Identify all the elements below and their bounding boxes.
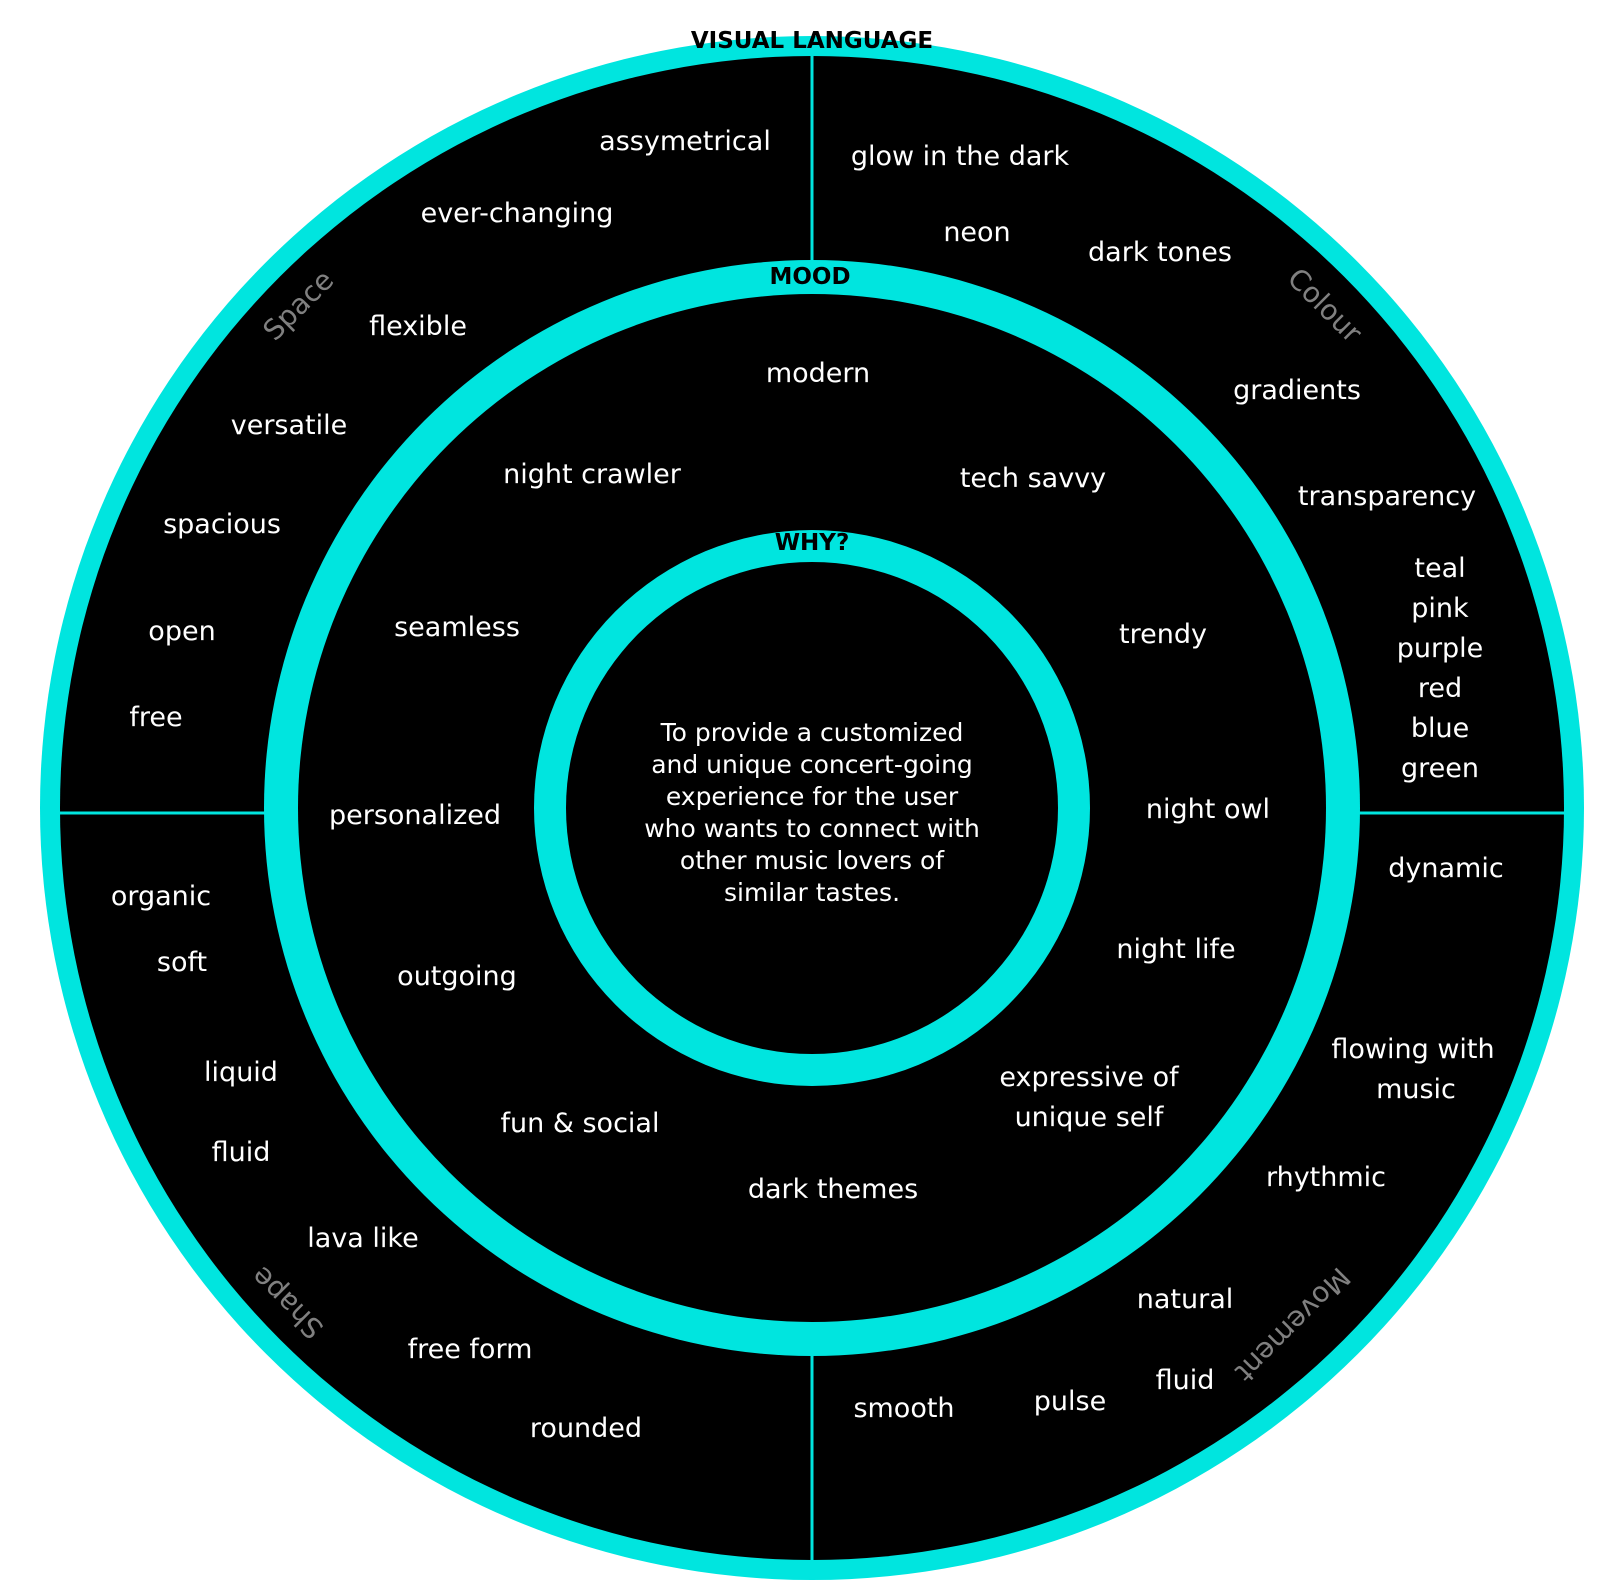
purpose-line: experience for the user <box>666 782 959 811</box>
colour-word: teal <box>1414 553 1465 584</box>
mood-word: tech savvy <box>960 463 1106 494</box>
colour-word: blue <box>1411 713 1469 744</box>
shape-word: fluid <box>212 1137 271 1168</box>
movement-word: music <box>1376 1074 1456 1105</box>
shape-word: organic <box>111 881 211 912</box>
mood-word: night life <box>1116 934 1235 965</box>
mood-word: expressive of <box>999 1062 1180 1093</box>
purpose-line: To provide a customized <box>660 718 964 747</box>
mood-word: dark themes <box>748 1174 918 1205</box>
mood-word: modern <box>766 358 870 389</box>
colour-word: dark tones <box>1088 237 1232 268</box>
outer-ring-title: VISUAL LANGUAGE <box>691 28 933 54</box>
colour-word: purple <box>1397 633 1484 664</box>
space-word: spacious <box>163 509 281 540</box>
inner-ring-title: WHY? <box>775 530 850 556</box>
movement-words: dynamic flowing with music rhythmic natu… <box>853 853 1503 1424</box>
space-word: assymetrical <box>599 126 771 157</box>
movement-word: fluid <box>1156 1365 1215 1396</box>
shape-words: organic soft liquid fluid lava like free… <box>111 881 642 1444</box>
mood-word: outgoing <box>397 961 517 992</box>
colour-word: glow in the dark <box>851 141 1070 172</box>
colour-word: neon <box>943 217 1010 248</box>
space-word: open <box>148 616 215 647</box>
space-word: free <box>129 702 182 733</box>
mood-words: modern night crawler tech savvy seamless… <box>329 358 1270 1205</box>
shape-word: rounded <box>530 1413 642 1444</box>
space-word: ever-changing <box>421 198 614 229</box>
space-words: assymetrical ever-changing flexible vers… <box>129 126 770 733</box>
space-word: flexible <box>369 311 467 342</box>
movement-word: pulse <box>1034 1386 1106 1417</box>
purpose-line: and unique concert-going <box>651 750 973 779</box>
middle-ring-title: MOOD <box>769 264 850 290</box>
mood-word: unique self <box>1015 1102 1165 1133</box>
mood-word: fun & social <box>501 1108 660 1139</box>
colour-word: gradients <box>1233 375 1361 406</box>
colour-word: pink <box>1411 593 1469 624</box>
shape-word: free form <box>408 1334 533 1365</box>
movement-word: rhythmic <box>1266 1162 1386 1193</box>
movement-word: dynamic <box>1388 853 1503 884</box>
colour-word: green <box>1401 753 1479 784</box>
mood-word: night owl <box>1146 794 1270 825</box>
shape-word: soft <box>157 947 207 978</box>
purpose-line: who wants to connect with <box>644 814 980 843</box>
mood-word: trendy <box>1119 619 1207 650</box>
movement-word: natural <box>1137 1284 1234 1315</box>
movement-word: smooth <box>853 1393 954 1424</box>
purpose-line: similar tastes. <box>724 878 900 907</box>
space-word: versatile <box>231 410 348 441</box>
colour-word: transparency <box>1298 481 1476 512</box>
shape-word: liquid <box>204 1057 278 1088</box>
purpose-line: other music lovers of <box>680 846 945 875</box>
mood-word: night crawler <box>503 459 682 490</box>
inner-disc <box>566 562 1058 1054</box>
movement-word: flowing with <box>1331 1034 1494 1065</box>
shape-word: lava like <box>307 1223 418 1254</box>
colour-word: red <box>1418 673 1462 704</box>
mood-word: seamless <box>394 612 520 643</box>
mood-word: personalized <box>329 800 501 831</box>
colour-words: glow in the dark neon dark tones gradien… <box>851 141 1483 784</box>
purpose-statement: To provide a customized and unique conce… <box>644 718 980 907</box>
